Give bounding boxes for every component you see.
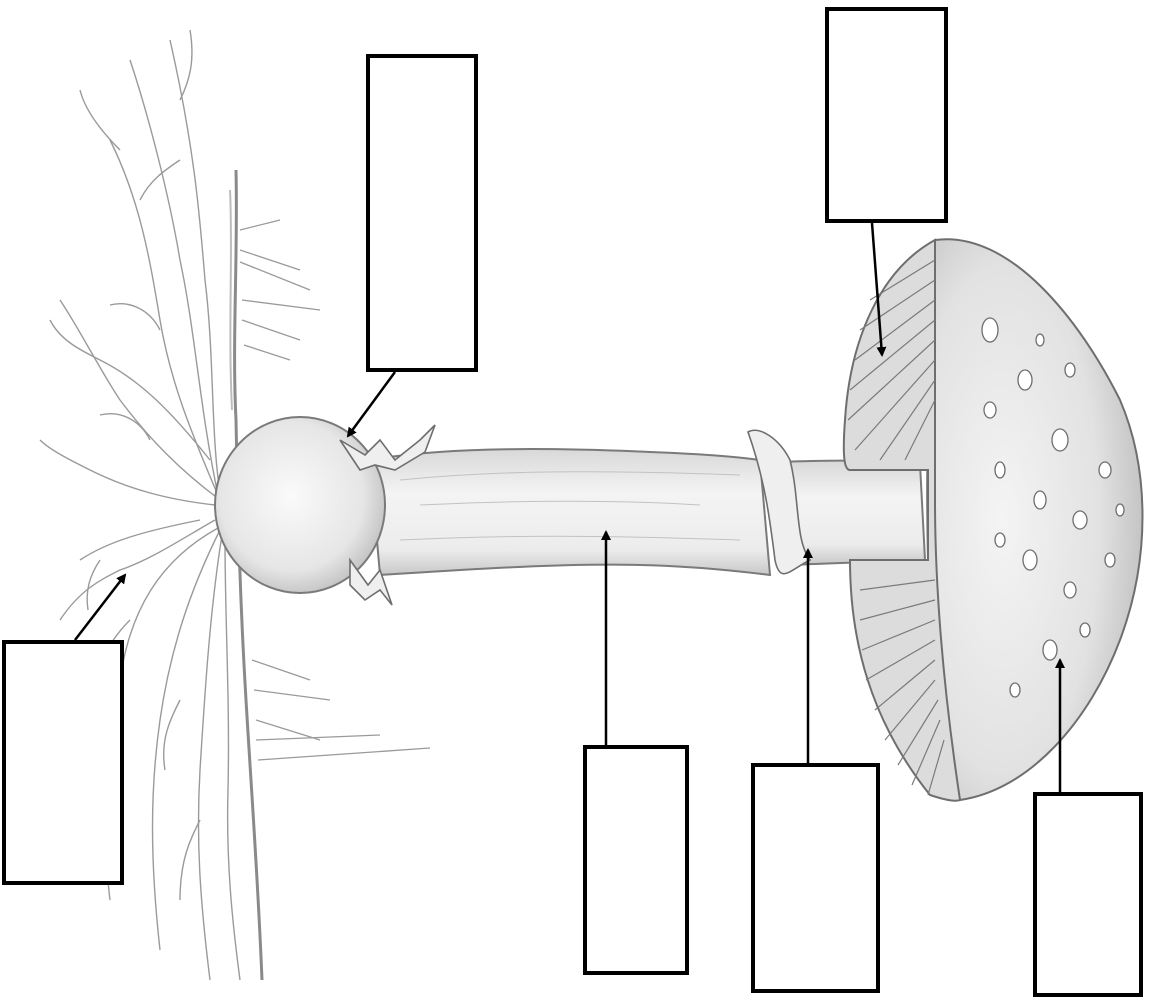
label-box-volva[interactable] — [366, 54, 478, 372]
label-box-gills[interactable] — [825, 7, 948, 223]
label-box-cap[interactable] — [1033, 792, 1143, 997]
arrow-mycelium — [75, 575, 125, 640]
label-box-mycelium[interactable] — [2, 640, 124, 885]
label-box-stipe[interactable] — [583, 745, 689, 975]
label-box-annulus[interactable] — [751, 763, 880, 993]
stipe-drawing — [370, 449, 925, 575]
arrow-volva — [348, 372, 395, 436]
